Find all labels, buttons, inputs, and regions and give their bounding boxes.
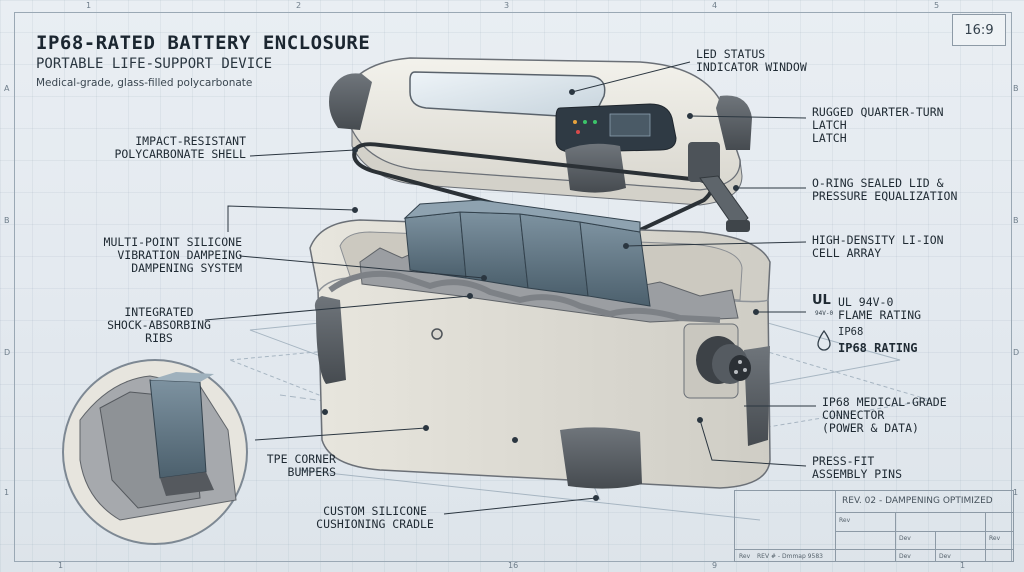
tb-cell: REV # - Dmmap 9583	[757, 553, 823, 560]
ul-rating-label: UL 94V-0 FLAME RATING	[838, 295, 922, 322]
ruler-top: 1 2 3 4 5	[14, 0, 1010, 12]
ruler-tick: 5	[934, 1, 940, 10]
rib-detail-inset	[62, 359, 248, 545]
ruler-left: A B D 1	[0, 12, 14, 560]
ruler-tick: 1	[58, 561, 64, 570]
ruler-tick: 1	[4, 488, 10, 497]
ruler-tick: A	[4, 84, 10, 93]
ruler-tick: 4	[712, 1, 718, 10]
ruler-tick: D	[1013, 348, 1020, 357]
ul-sub-mark: 94V-0	[815, 310, 834, 317]
ruler-bottom: 1 16 9 1	[14, 560, 1010, 572]
ul-logo-icon: UL	[812, 293, 831, 308]
enclosure-lid	[329, 57, 752, 206]
ip-rating-small: IP68	[838, 326, 864, 338]
ruler-tick: B	[1013, 84, 1019, 93]
ip-rating-label: IP68 RATING	[838, 341, 918, 355]
water-drop-icon	[817, 330, 831, 351]
diagram-subtitle: PORTABLE LIFE-SUPPORT DEVICE	[36, 56, 273, 72]
ip68-connector	[683, 323, 751, 399]
aspect-ratio-badge: 16:9	[952, 14, 1006, 46]
leader-lines	[204, 61, 816, 515]
tb-cell: Rev	[989, 535, 1001, 542]
tb-cell: Dev	[899, 535, 911, 542]
title-block: REV. 02 - DAMPENING OPTIMIZED Rev Dev Re…	[734, 490, 1014, 562]
tb-cell: Dev	[899, 553, 911, 560]
ruler-tick: 1	[1013, 488, 1019, 497]
ruler-tick: 9	[712, 561, 718, 570]
ruler-tick: 16	[508, 561, 519, 570]
li-ion-cell-array	[403, 199, 651, 307]
ruler-tick: D	[4, 348, 11, 357]
revision-note: REV. 02 - DAMPENING OPTIMIZED	[835, 491, 1013, 513]
quarter-turn-latch	[688, 142, 750, 232]
tb-cell: Rev	[739, 553, 751, 560]
drawing-frame	[14, 12, 1012, 562]
tb-cell: Rev	[839, 517, 851, 524]
tb-cell: Dev	[939, 553, 951, 560]
ruler-right: B B D 1	[1010, 12, 1024, 560]
ruler-tick: 1	[86, 1, 92, 10]
diagram-title: IP68-RATED BATTERY ENCLOSURE	[36, 32, 371, 54]
ruler-tick: 3	[504, 1, 510, 10]
ruler-tick: B	[4, 216, 10, 225]
ruler-tick: B	[1013, 216, 1019, 225]
material-note: Medical-grade, glass-filled polycarbonat…	[36, 77, 253, 89]
callout-o-ring: O-RING SEALED LID &PRESSURE EQUALIZATION	[812, 176, 958, 203]
o-ring-gasket	[352, 142, 713, 236]
ruler-tick: 2	[296, 1, 302, 10]
ruler-tick: 1	[960, 561, 966, 570]
enclosure-base	[309, 199, 771, 489]
